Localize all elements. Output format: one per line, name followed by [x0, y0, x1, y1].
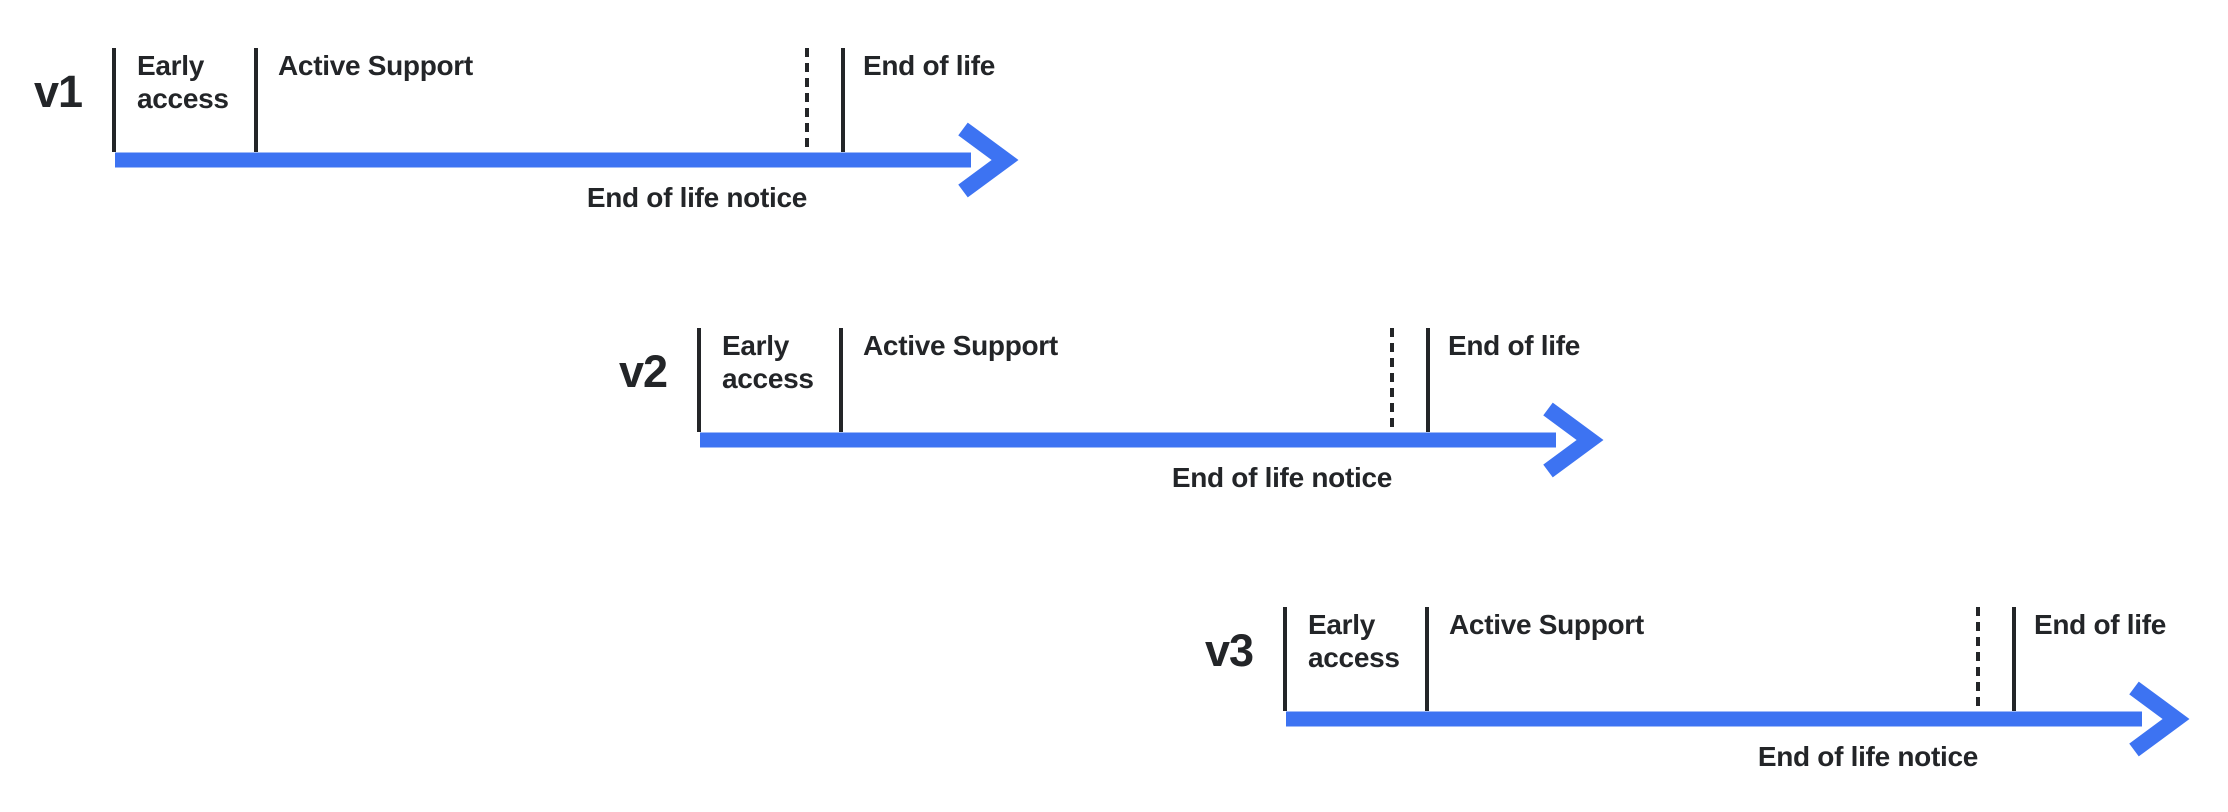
phase-label-active-support: Active Support	[278, 50, 473, 81]
tick-start	[697, 328, 701, 432]
timeline-arrow-icon	[1286, 681, 2190, 757]
version-label: v1	[33, 66, 83, 117]
tick-eol-notice-dashed	[1976, 607, 1980, 711]
tick-end-of-life	[1426, 328, 1430, 432]
label-end-of-life-notice: End of life notice	[586, 182, 807, 213]
tick-early-access-end	[839, 328, 843, 432]
phase-label-active-support: Active Support	[1449, 609, 1644, 640]
phase-label-early-access: Early access	[722, 330, 814, 394]
phase-label-end-of-life: End of life	[1448, 330, 1581, 361]
tick-early-access-end	[1425, 607, 1429, 711]
phase-label-early-access: Early access	[137, 50, 229, 114]
tick-eol-notice-dashed	[805, 48, 809, 152]
phase-label-end-of-life: End of life	[863, 50, 996, 81]
tick-early-access-end	[254, 48, 258, 152]
timeline-v3: v3 Early access Active Support End of li…	[1168, 587, 2228, 799]
timeline-arrow-icon	[700, 402, 1604, 478]
tick-eol-notice-dashed	[1390, 328, 1394, 432]
label-end-of-life-notice: End of life notice	[1757, 741, 1978, 772]
tick-start	[1283, 607, 1287, 711]
tick-end-of-life	[2012, 607, 2016, 711]
version-label: v2	[618, 346, 668, 397]
phase-label-early-access: Early access	[1308, 609, 1400, 673]
version-label: v3	[1204, 625, 1254, 676]
tick-start	[112, 48, 116, 152]
phase-label-end-of-life: End of life	[2034, 609, 2167, 640]
timeline-v1: v1 Early access Active Support End of li…	[0, 28, 1057, 240]
label-end-of-life-notice: End of life notice	[1171, 462, 1392, 493]
phase-label-active-support: Active Support	[863, 330, 1058, 361]
timeline-v2: v2 Early access Active Support End of li…	[582, 308, 1642, 520]
timeline-arrow-icon	[115, 122, 1019, 198]
tick-end-of-life	[841, 48, 845, 152]
